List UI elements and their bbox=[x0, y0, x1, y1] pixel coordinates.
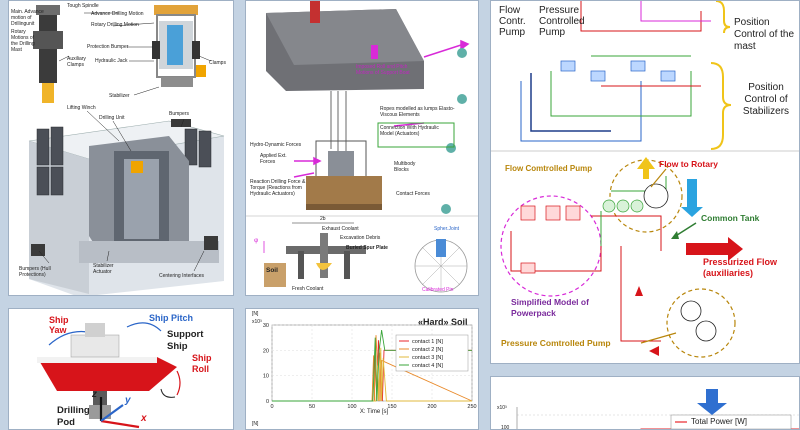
label-axis-z: z bbox=[92, 389, 97, 400]
label-connection: Connection With Hydraulic Model (Actuato… bbox=[380, 125, 439, 137]
hydraulic-illustration bbox=[491, 1, 799, 358]
label-support-ship: Support Ship bbox=[167, 329, 204, 352]
label-axis-y: y bbox=[125, 395, 131, 406]
chart-unit-top: [N] bbox=[252, 311, 259, 317]
panel-hydraulic-model: Flow Contr. Pump Pressure Controlled Pum… bbox=[490, 0, 800, 364]
x-tick-label: 150 bbox=[387, 404, 396, 410]
label-simplified-model: Simplified Model of Powerpack bbox=[511, 297, 589, 318]
legend-entry: contact 4 [N] bbox=[412, 363, 443, 369]
power-exponent: x10³ bbox=[497, 405, 507, 411]
label-auxiliary-clamps: Auxiliary Clamps bbox=[67, 56, 86, 68]
power-y-tick: 100 bbox=[501, 425, 510, 430]
chart-title: «Hard» Soil bbox=[418, 317, 468, 327]
power-legend: Total Power [W] bbox=[691, 417, 748, 426]
label-axis-x: x bbox=[141, 413, 147, 424]
chart-exponent: x10³ bbox=[252, 319, 262, 325]
label-contact-forces: Contact Forces bbox=[396, 191, 430, 197]
label-phi: φ bbox=[254, 237, 259, 244]
panel-ship: Ship Yaw Ship Pitch Support Ship Ship Ro… bbox=[8, 308, 234, 430]
chart-x-label: X: Time [s] bbox=[360, 409, 389, 415]
label-flow-contr-pump: Flow Contr. Pump bbox=[499, 5, 526, 38]
panel-drilling-unit: Main. Advance motion of Drillingunit Rot… bbox=[8, 0, 234, 296]
y-tick-label: 30 bbox=[263, 323, 269, 329]
panel-power-chart: x10³ 100 Total Power [W] bbox=[490, 376, 800, 430]
label-flow-controlled-pump: Flow Comtrolled Pump bbox=[505, 164, 593, 173]
label-protection-bumper: Protection Bumper bbox=[87, 44, 129, 50]
label-calibrated-pin: Calibrated Pin bbox=[422, 287, 454, 293]
label-pressure-controlled-pump: Pressure Comtrolled Pump bbox=[501, 338, 611, 348]
power-chart bbox=[516, 389, 799, 429]
label-drilling-pod: Drilling Pod bbox=[57, 405, 90, 428]
label-clamps: Clamps bbox=[209, 60, 226, 66]
label-bumpers: Bumpers bbox=[169, 111, 190, 117]
label-spher-joint: Spher.Joint bbox=[434, 226, 460, 232]
label-multibody: Multibody Blocks bbox=[394, 161, 416, 173]
x-tick-label: 50 bbox=[309, 404, 315, 410]
ship-illustration bbox=[37, 322, 181, 429]
label-dim-2b: 2b bbox=[320, 216, 326, 222]
label-rotary-drilling: Rotary Drilling Motion bbox=[91, 22, 139, 28]
label-ship-pitch: Ship Pitch bbox=[149, 313, 194, 323]
x-tick-label: 0 bbox=[270, 404, 273, 410]
label-fresh-coolant: Fresh Coolant bbox=[292, 286, 324, 292]
contact-force-chart: 0 50 100 150 200 250 0 10 20 30 contact 1 [N] cont… bbox=[263, 323, 477, 415]
label-hydro-forces: Hydro-Dynamic Forces bbox=[250, 142, 302, 148]
drilling-unit-illustration bbox=[28, 5, 225, 295]
legend-entry: contact 1 [N] bbox=[412, 339, 443, 345]
label-lifting-winch: Lifting Winch bbox=[67, 105, 96, 111]
label-tough-spindle: Tough Spindle bbox=[67, 3, 99, 9]
label-reaction-drilling: Reaction Drilling Force & Torque (Reacti… bbox=[250, 179, 306, 197]
label-rotary-mast: Rotary Motions of the Drilling Mast bbox=[11, 29, 35, 53]
label-drilling-unit: Drilling Unit bbox=[99, 115, 125, 121]
label-common-tank: Common Tank bbox=[701, 213, 760, 223]
label-applied-ext: Applied Ext. Forces bbox=[260, 153, 287, 165]
label-soil: Soil bbox=[266, 267, 278, 274]
label-bumpers-hull: Bumpers (Hull Protections) bbox=[19, 266, 51, 278]
series-line-4 bbox=[272, 329, 472, 402]
legend-entry: contact 2 [N] bbox=[412, 347, 443, 353]
label-advance-drilling: Advance Drilling Motion bbox=[91, 11, 144, 17]
label-ropes: Ropes modelled as lumps Elasto-Viscous E… bbox=[380, 106, 455, 118]
panel-multibody-model: Imposed Roll and Pitch Motions of Suppor… bbox=[245, 0, 479, 296]
x-tick-label: 250 bbox=[467, 404, 476, 410]
label-ship-roll: Ship Roll bbox=[192, 353, 212, 374]
label-buried-spur: Buried Spur Plate bbox=[346, 245, 388, 251]
label-stabilizer: Stabilizer bbox=[109, 93, 130, 99]
label-hydraulic-jack: Hydraulic Jack bbox=[95, 58, 128, 64]
x-tick-label: 200 bbox=[427, 404, 436, 410]
chart-unit-bottom: [N] bbox=[252, 421, 259, 427]
y-tick-label: 10 bbox=[263, 374, 269, 380]
label-main-advance: Main. Advance motion of Drillingunit bbox=[11, 9, 44, 27]
label-flow-to-rotary: Flow to Rotary bbox=[659, 159, 719, 169]
label-pressure-controlled: Pressure Controlled Pump bbox=[539, 5, 585, 38]
label-position-mast: Position Control of the mast bbox=[734, 17, 795, 52]
label-stabilizer-actuator: Stabilizer Actuator bbox=[93, 263, 114, 275]
label-centering-interfaces: Centering Interfaces bbox=[159, 273, 205, 279]
label-ship-yaw: Ship Yaw bbox=[49, 315, 69, 335]
legend-entry: contact 3 [N] bbox=[412, 355, 443, 361]
label-imposed-roll: Imposed Roll and Pitch Motions of Suppor… bbox=[356, 64, 410, 76]
x-tick-label: 100 bbox=[347, 404, 356, 410]
label-pressurized-flow: Pressurized Flow (auxiliaries) bbox=[703, 257, 778, 278]
y-tick-label: 0 bbox=[266, 399, 269, 405]
label-excavation-debris: Excavation Debris bbox=[340, 235, 381, 241]
y-tick-label: 20 bbox=[263, 348, 269, 354]
label-position-stabilizers: Position Control of Stabilizers bbox=[742, 82, 790, 117]
multibody-illustration bbox=[246, 1, 478, 293]
label-exhaust-coolant: Exhaust Coolant bbox=[322, 226, 359, 232]
